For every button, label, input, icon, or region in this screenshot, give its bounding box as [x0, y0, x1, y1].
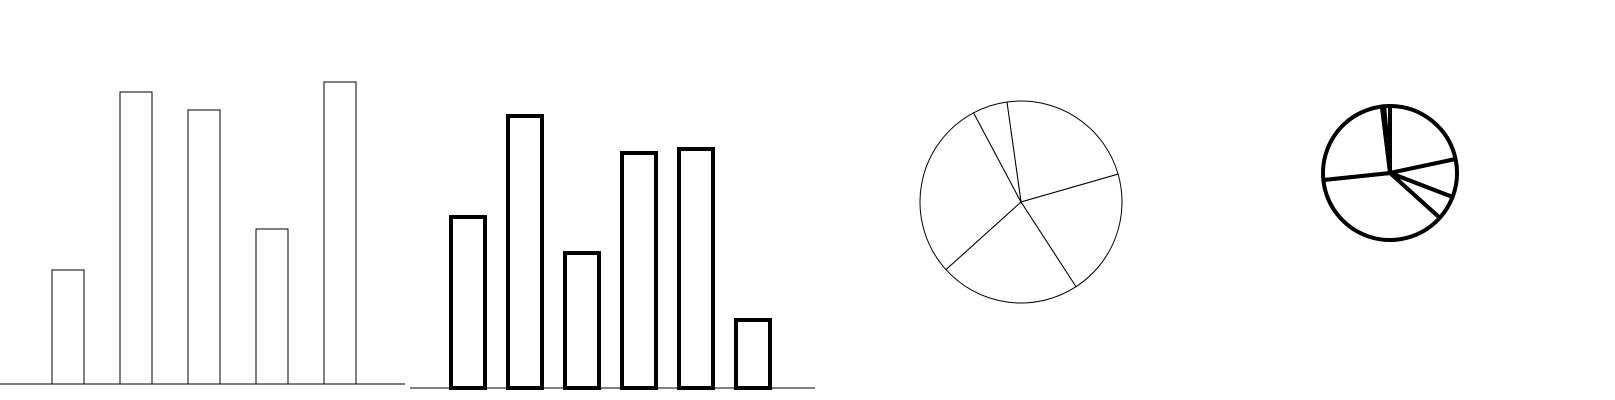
- pie-slice-2: [1020, 173, 1123, 288]
- pie-slice-1: [1006, 100, 1119, 203]
- bar-3: [187, 109, 221, 385]
- bar-2: [119, 91, 153, 385]
- pie-slice-7: [1321, 104, 1392, 182]
- bar-chart-thick: [410, 114, 815, 390]
- bar-2: [506, 114, 544, 390]
- bar-3: [563, 251, 601, 390]
- bar-chart-thin: [0, 81, 405, 385]
- bar-4: [620, 151, 658, 390]
- pie-slice-3: [1388, 104, 1458, 175]
- pie-chart-thin: [919, 100, 1123, 304]
- bar-4: [255, 228, 289, 385]
- bar-1: [449, 215, 487, 390]
- bar-6: [734, 318, 772, 390]
- pie-slice-5: [973, 101, 1022, 203]
- bar-5: [323, 81, 357, 385]
- bar-5: [677, 147, 715, 390]
- bar-1: [51, 269, 85, 385]
- pie-slice-3: [945, 201, 1077, 304]
- pie-chart-thick: [1321, 103, 1459, 242]
- pie-slice-4: [919, 112, 1022, 271]
- pie-slice-6: [1321, 171, 1442, 242]
